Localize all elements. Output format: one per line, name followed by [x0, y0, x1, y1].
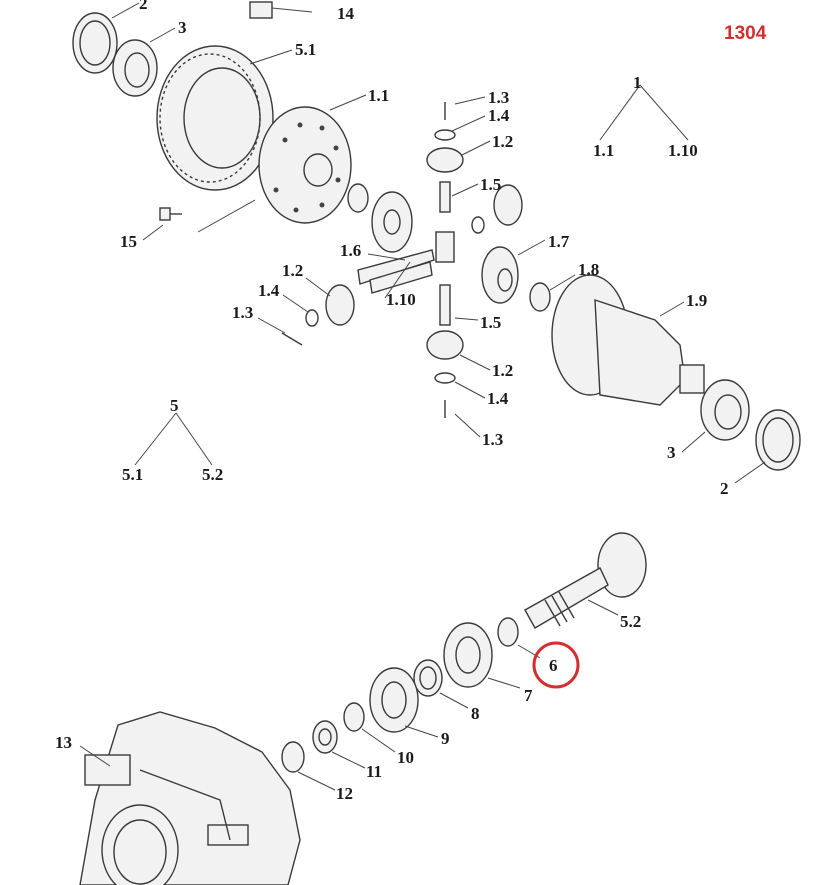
label-5-2: 5.2 — [620, 612, 641, 631]
label-11: 11 — [366, 762, 382, 781]
label-1-1: 1.1 — [368, 86, 389, 105]
side-gear-1-7 — [481, 246, 519, 304]
label-9: 9 — [441, 729, 450, 748]
washer-1-8 — [529, 282, 551, 312]
label-10: 10 — [397, 748, 414, 767]
tree-1-root: 1 — [633, 73, 642, 92]
label-2-right: 2 — [720, 479, 729, 498]
label-14: 14 — [337, 4, 355, 23]
tree-5-right: 5.2 — [202, 465, 223, 484]
label-1-5-b: 1.5 — [480, 313, 501, 332]
label-1-5-a: 1.5 — [480, 175, 501, 194]
highlight-label: 6 — [549, 656, 558, 675]
pinion-shaft-1-6 — [357, 249, 435, 294]
center-cross-block — [435, 102, 455, 418]
part-labels: 2 3 14 5.1 1.1 1.3 1.4 1.2 1.5 15 1.6 1.… — [55, 0, 729, 803]
tree-5-root: 5 — [170, 396, 179, 415]
label-1-4-b: 1.4 — [258, 281, 280, 300]
label-1-3-c: 1.3 — [482, 430, 503, 449]
label-1-8: 1.8 — [578, 260, 599, 279]
label-1-2-a: 1.2 — [492, 132, 513, 151]
label-2-top: 2 — [139, 0, 148, 13]
shim-6 — [497, 617, 519, 647]
bearing-cup-2 — [72, 12, 118, 74]
seal-12 — [281, 741, 305, 773]
label-1-2-c: 1.2 — [492, 361, 513, 380]
label-12: 12 — [336, 784, 353, 803]
diff-case-flange-1-1 — [258, 106, 352, 224]
tree-1-right: 1.10 — [668, 141, 698, 160]
thrust-washer — [347, 183, 369, 213]
label-7: 7 — [524, 686, 533, 705]
label-1-3-a: 1.3 — [488, 88, 509, 107]
drive-pinion-5-2 — [524, 532, 647, 629]
bracket-14 — [249, 1, 273, 19]
label-3-right: 3 — [667, 443, 676, 462]
diagram-code: 1304 — [724, 23, 767, 44]
side-gear-left — [371, 191, 413, 253]
label-1-4-c: 1.4 — [487, 389, 509, 408]
bearing-cup-2-right — [755, 409, 801, 471]
label-13: 13 — [55, 733, 72, 752]
bolt-15 — [159, 207, 182, 221]
label-1-4-a: 1.4 — [488, 106, 510, 125]
planet-gear-left — [281, 284, 355, 346]
housing-13 — [79, 711, 301, 885]
shim-10 — [343, 702, 365, 732]
label-1-3-b: 1.3 — [232, 303, 253, 322]
tree-5-left: 5.1 — [122, 465, 143, 484]
ring-gear-5-1 — [156, 45, 274, 191]
spacer-8 — [413, 659, 443, 697]
planet-gear-top — [426, 129, 464, 173]
label-1-2-b: 1.2 — [282, 261, 303, 280]
planet-gear-right — [471, 184, 523, 234]
label-8: 8 — [471, 704, 480, 723]
bearing-9 — [369, 667, 419, 733]
flange-11 — [312, 720, 338, 754]
label-1-10: 1.10 — [386, 290, 416, 309]
label-1-9: 1.9 — [686, 291, 707, 310]
bearing-3-right — [700, 379, 750, 441]
highlight-part-6: 6 — [532, 641, 580, 689]
tree-1-left: 1.1 — [593, 141, 614, 160]
label-1-6: 1.6 — [340, 241, 361, 260]
label-5-1-top: 5.1 — [295, 40, 316, 59]
label-3-top: 3 — [178, 18, 187, 37]
bearing-7 — [443, 622, 493, 688]
label-15: 15 — [120, 232, 137, 251]
label-1-7: 1.7 — [548, 232, 570, 251]
diff-case-1-9 — [551, 274, 705, 406]
bearing-3 — [112, 39, 158, 97]
planet-gear-bottom — [426, 330, 464, 384]
